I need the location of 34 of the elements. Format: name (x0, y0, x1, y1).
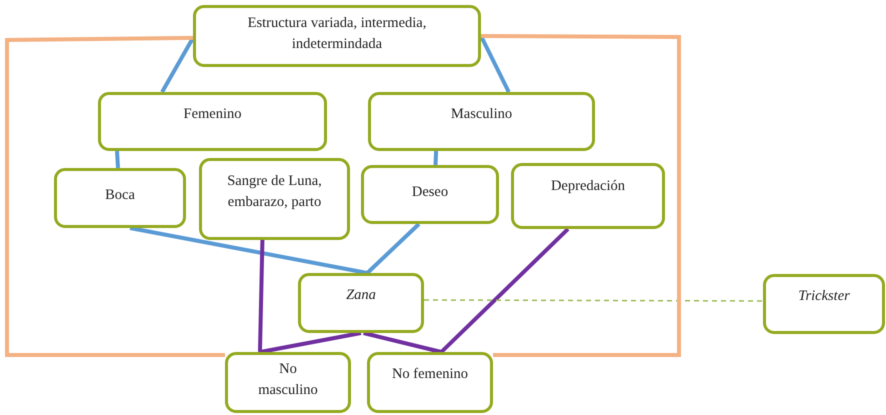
dashed-connector (424, 299, 763, 302)
concept-box (199, 158, 350, 240)
connector-line (479, 35, 511, 93)
node-label: Boca (105, 186, 135, 205)
node-label: Femenino (184, 105, 242, 124)
connector-line (115, 150, 120, 168)
node-label: Depredación (550, 177, 626, 196)
node-label: No masculino (257, 360, 319, 400)
connector-line (258, 240, 264, 352)
concept-box (368, 92, 595, 151)
connector-line (5, 36, 225, 358)
node-label: Masculino (450, 105, 512, 124)
node-label: No femenino (392, 365, 468, 384)
concept-box (225, 352, 351, 413)
node-label: Zana (346, 286, 376, 305)
connector-line (366, 222, 420, 274)
concept-box (298, 273, 424, 333)
connector-line (481, 34, 681, 358)
node-label: Estructura variada, intermedia, indetermindada (246, 14, 428, 54)
connector-line (440, 228, 570, 354)
concept-box (511, 163, 665, 229)
concept-box (193, 5, 481, 67)
node-label: Trickster (798, 287, 850, 306)
concept-box (361, 165, 499, 224)
connector-line (363, 331, 442, 354)
concept-box (763, 274, 885, 334)
concept-box (367, 352, 493, 413)
connector-line (130, 226, 368, 275)
node-label: Sangre de Luna, embarazo, parto (226, 172, 323, 212)
concept-box (98, 92, 327, 151)
node-label: Deseo (412, 183, 448, 202)
connector-line (434, 150, 438, 166)
concept-box (54, 168, 186, 228)
connector-line (260, 331, 362, 354)
